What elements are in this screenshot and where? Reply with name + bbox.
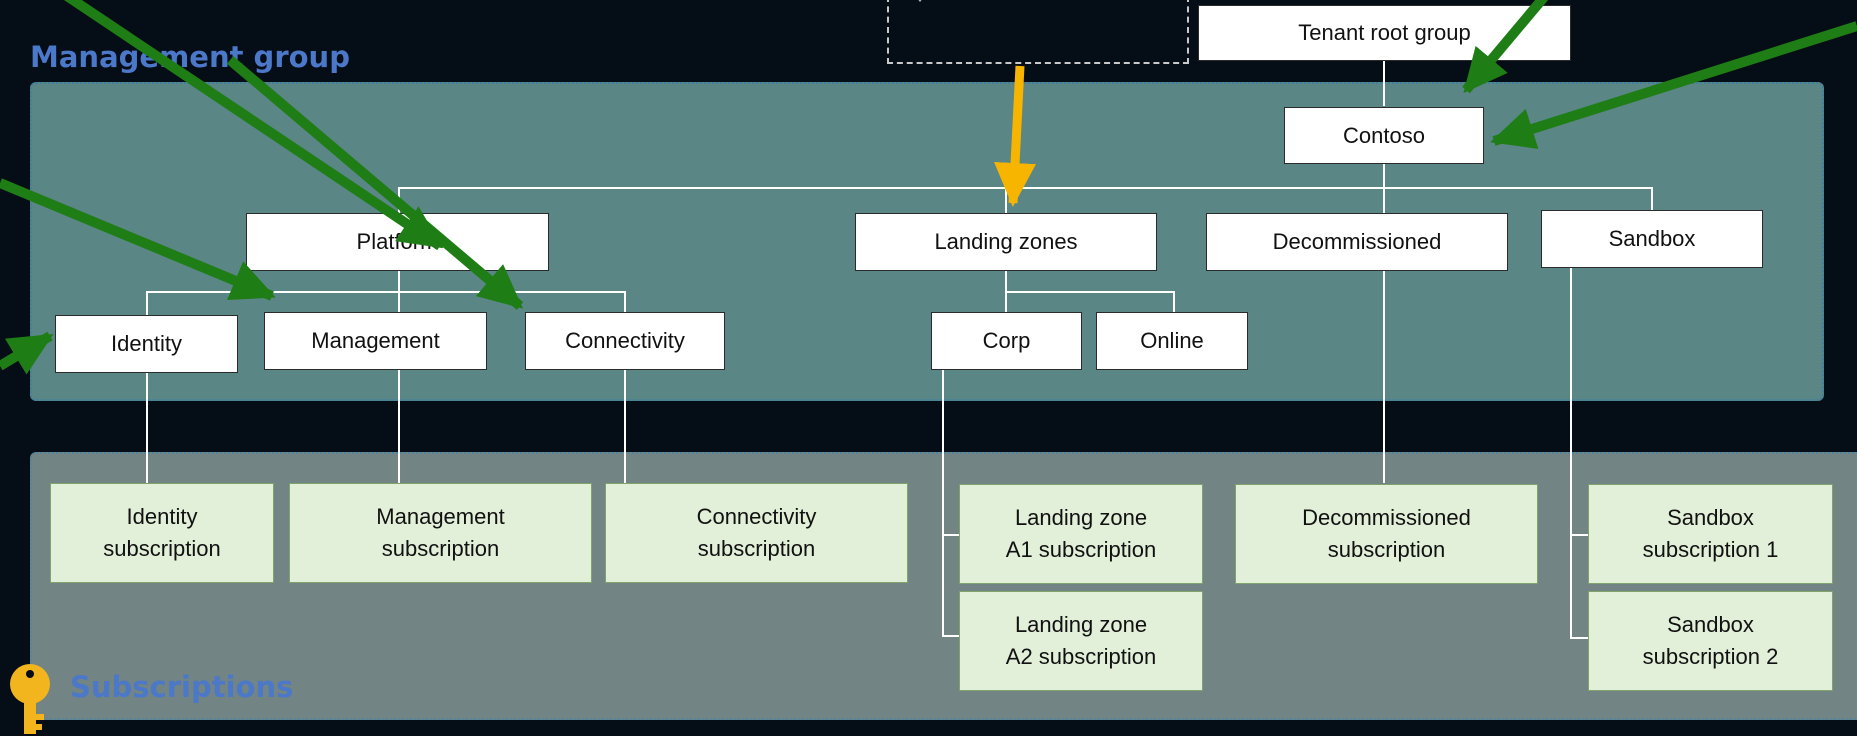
subscription-label-line1: Landing zone — [1014, 505, 1148, 530]
node-sandbox[interactable]: Sandbox — [1541, 210, 1763, 268]
arrow-to-platform — [63, 0, 444, 251]
cube-icon — [918, 0, 922, 2]
subscription-decommissioned[interactable]: Decommissioned subscription — [1235, 484, 1538, 584]
node-landing-zones[interactable]: Landing zones — [855, 213, 1157, 271]
subscription-landing-zone-a2[interactable]: Landing zone A2 subscription — [959, 591, 1203, 691]
subscription-label-line1: Management — [376, 504, 505, 529]
subscription-connectivity[interactable]: Connectivity subscription — [605, 483, 908, 583]
arrow-to-identity — [0, 331, 54, 375]
arrow-to-tenant-root — [1462, 0, 1549, 94]
management-group-title: Management group — [30, 40, 350, 74]
subscription-label-line1: Identity — [126, 504, 198, 529]
arrow-to-connectivity — [226, 56, 524, 310]
subscription-label-line1: Landing zone — [1014, 612, 1148, 637]
subscriptions-title: Subscriptions — [70, 670, 294, 704]
subscription-management[interactable]: Management subscription — [289, 483, 592, 583]
subscription-label-line2: A2 subscription — [1005, 644, 1157, 669]
subscription-label-line1: Sandbox — [1667, 505, 1754, 530]
node-identity[interactable]: Identity — [55, 315, 238, 373]
key-icon — [10, 664, 50, 734]
arrow-to-landing-zones — [994, 65, 1037, 207]
subscription-label-line2: A1 subscription — [1005, 537, 1157, 562]
arrow-to-management — [0, 178, 276, 301]
subscription-label-line2: subscription — [381, 536, 500, 561]
subscription-sandbox-1[interactable]: Sandbox subscription 1 — [1588, 484, 1833, 584]
node-corp[interactable]: Corp — [931, 312, 1082, 370]
subscription-label-line2: subscription — [103, 536, 221, 561]
node-management[interactable]: Management — [264, 312, 487, 370]
subscription-landing-zone-a1[interactable]: Landing zone A1 subscription — [959, 484, 1203, 584]
subscription-label-line2: subscription 1 — [1642, 537, 1779, 562]
subscription-label-line1: Connectivity — [696, 504, 817, 529]
arrow-to-contoso — [1490, 21, 1857, 149]
node-connectivity[interactable]: Connectivity — [525, 312, 725, 370]
subscription-sandbox-2[interactable]: Sandbox subscription 2 — [1588, 591, 1833, 691]
node-contoso[interactable]: Contoso — [1284, 107, 1484, 164]
subscription-label-line1: Sandbox — [1667, 612, 1754, 637]
subscription-label-line2: subscription 2 — [1642, 644, 1779, 669]
subscription-identity[interactable]: Identity subscription — [50, 483, 274, 583]
dashed-placeholder-box — [887, 0, 1189, 64]
node-online[interactable]: Online — [1096, 312, 1248, 370]
subscription-label-line2: subscription — [1327, 537, 1446, 562]
subscription-label-line1: Decommissioned — [1302, 505, 1471, 530]
node-decommissioned[interactable]: Decommissioned — [1206, 213, 1508, 271]
subscription-label-line2: subscription — [697, 536, 816, 561]
